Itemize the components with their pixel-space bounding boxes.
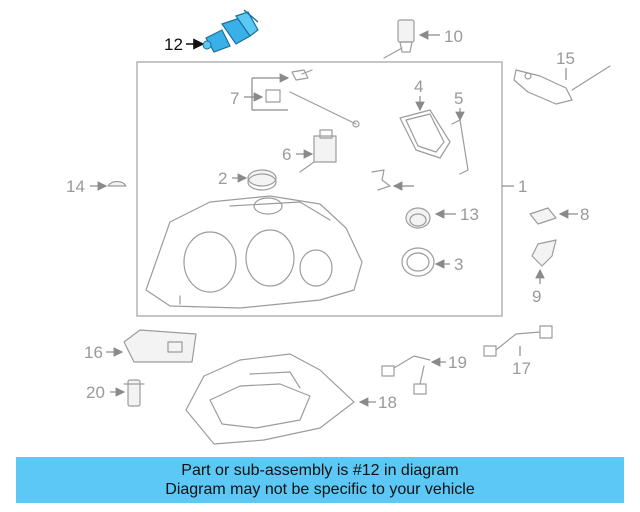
- part-1-headlamp-assembly[interactable]: 1: [145, 177, 527, 309]
- part-3-ring[interactable]: 3: [401, 247, 463, 277]
- callout-10: 10: [444, 27, 463, 46]
- callout-12: 12: [164, 35, 183, 54]
- callout-9: 9: [532, 287, 541, 306]
- callout-18: 18: [378, 393, 397, 412]
- part-14-cap[interactable]: 14: [66, 177, 127, 196]
- callout-15: 15: [556, 49, 575, 68]
- part-20-bulb[interactable]: 20: [86, 379, 145, 407]
- part-2-cap[interactable]: 2: [218, 169, 277, 191]
- part-5-bracket[interactable]: 5: [451, 89, 469, 175]
- callout-4: 4: [414, 77, 423, 96]
- callout-13: 13: [460, 205, 479, 224]
- callout-2: 2: [218, 169, 227, 188]
- callout-14: 14: [66, 177, 85, 196]
- callout-19: 19: [448, 353, 467, 372]
- callout-16: 16: [84, 343, 103, 362]
- callout-5: 5: [454, 89, 463, 108]
- part-9-bulb[interactable]: 9: [531, 239, 557, 306]
- part-13-socket[interactable]: 13: [405, 205, 479, 229]
- part-11-clip[interactable]: [371, 169, 414, 191]
- banner-line-2: Diagram may not be specific to your vehi…: [165, 481, 475, 498]
- part-17-harness[interactable]: 17: [483, 325, 553, 378]
- footer-banner: Part or sub-assembly is #12 in diagram D…: [16, 457, 624, 503]
- part-15-actuator[interactable]: 15: [513, 49, 611, 105]
- parts-diagram: 12 10 15 7 4: [66, 9, 611, 445]
- callout-3: 3: [454, 255, 463, 274]
- part-6-module[interactable]: 6: [282, 129, 337, 173]
- part-18-housing-tray[interactable]: 18: [185, 353, 397, 445]
- callout-17: 17: [512, 359, 531, 378]
- part-8-bulb[interactable]: 8: [529, 205, 589, 225]
- part-4-gasket[interactable]: 4: [399, 77, 451, 159]
- callout-20: 20: [86, 383, 105, 402]
- part-12-bulb-highlighted[interactable]: 12: [164, 9, 259, 54]
- part-19-harness[interactable]: 19: [381, 353, 467, 395]
- part-16-ballast[interactable]: 16: [84, 329, 197, 363]
- callout-1: 1: [518, 177, 527, 196]
- part-10-bulb[interactable]: 10: [383, 19, 463, 59]
- assembly-frame: [136, 61, 503, 317]
- part-7-screws[interactable]: 7: [230, 69, 360, 128]
- callout-8: 8: [580, 205, 589, 224]
- banner-line-1: Part or sub-assembly is #12 in diagram: [181, 462, 459, 479]
- callout-7: 7: [230, 89, 239, 108]
- callout-6: 6: [282, 145, 291, 164]
